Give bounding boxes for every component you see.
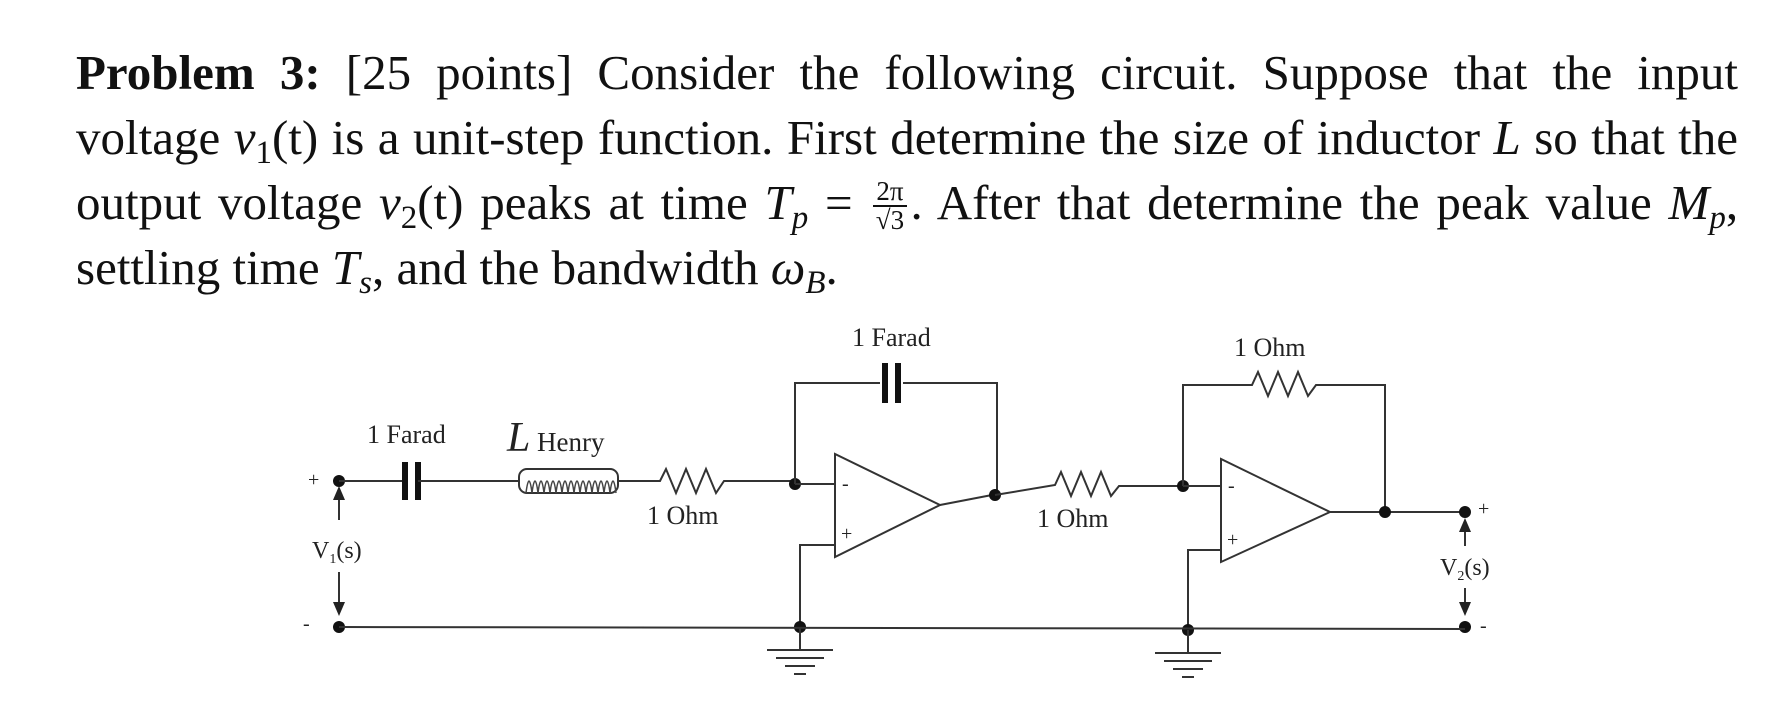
ground-rail bbox=[338, 626, 1466, 630]
input-plus-sign: + bbox=[308, 469, 319, 491]
opamp-1-plus: + bbox=[841, 523, 852, 545]
fraction-2pi-over-sqrt3: 2π√3 bbox=[873, 178, 907, 234]
feedback-capacitor-label: 1 Farad bbox=[852, 323, 931, 352]
opamp-1-minus: - bbox=[842, 473, 849, 495]
input-resistor-label: 1 Ohm bbox=[647, 501, 719, 530]
output-voltage-label: V2(s) bbox=[1440, 555, 1490, 584]
feedback-resistor bbox=[1182, 369, 1386, 512]
opamp-1 bbox=[834, 452, 943, 559]
problem-points: [25 points] bbox=[345, 45, 573, 100]
node bbox=[1379, 506, 1391, 518]
inductor-unit-label: Henry bbox=[537, 427, 605, 457]
wire bbox=[1187, 549, 1221, 630]
inductor bbox=[518, 468, 619, 494]
output-minus-sign: - bbox=[1480, 615, 1487, 637]
opamp-2-minus: - bbox=[1228, 475, 1235, 497]
problem-statement: Problem 3: [25 points] Consider the foll… bbox=[76, 45, 1739, 301]
output-voltage-arrows bbox=[1459, 518, 1471, 616]
series-capacitor-label: 1 Farad bbox=[367, 420, 446, 449]
wire bbox=[939, 494, 993, 506]
opamp-2 bbox=[1220, 457, 1333, 564]
ground-symbol-1 bbox=[767, 627, 833, 675]
feedback-resistor-label: 1 Ohm bbox=[1234, 333, 1306, 362]
wire bbox=[903, 382, 998, 494]
feedback-capacitor bbox=[882, 363, 901, 403]
input-minus-sign: - bbox=[303, 613, 310, 635]
output-terminal-bottom bbox=[1459, 621, 1471, 633]
stage-2-resistor bbox=[994, 469, 1183, 499]
output-plus-sign: + bbox=[1478, 498, 1489, 520]
output-terminal-top bbox=[1459, 506, 1471, 518]
wire bbox=[794, 382, 880, 484]
series-capacitor bbox=[402, 462, 421, 500]
ground-symbol-2 bbox=[1155, 630, 1221, 678]
wire bbox=[799, 544, 835, 627]
stage-2-resistor-label: 1 Ohm bbox=[1037, 504, 1109, 533]
input-voltage-label: V1(s) bbox=[312, 538, 362, 567]
input-voltage-arrows bbox=[333, 486, 345, 616]
problem-heading: Problem 3: bbox=[76, 45, 321, 100]
input-resistor bbox=[618, 466, 795, 496]
opamp-2-plus: + bbox=[1227, 529, 1238, 551]
inductor-symbol-label: L bbox=[506, 415, 530, 461]
